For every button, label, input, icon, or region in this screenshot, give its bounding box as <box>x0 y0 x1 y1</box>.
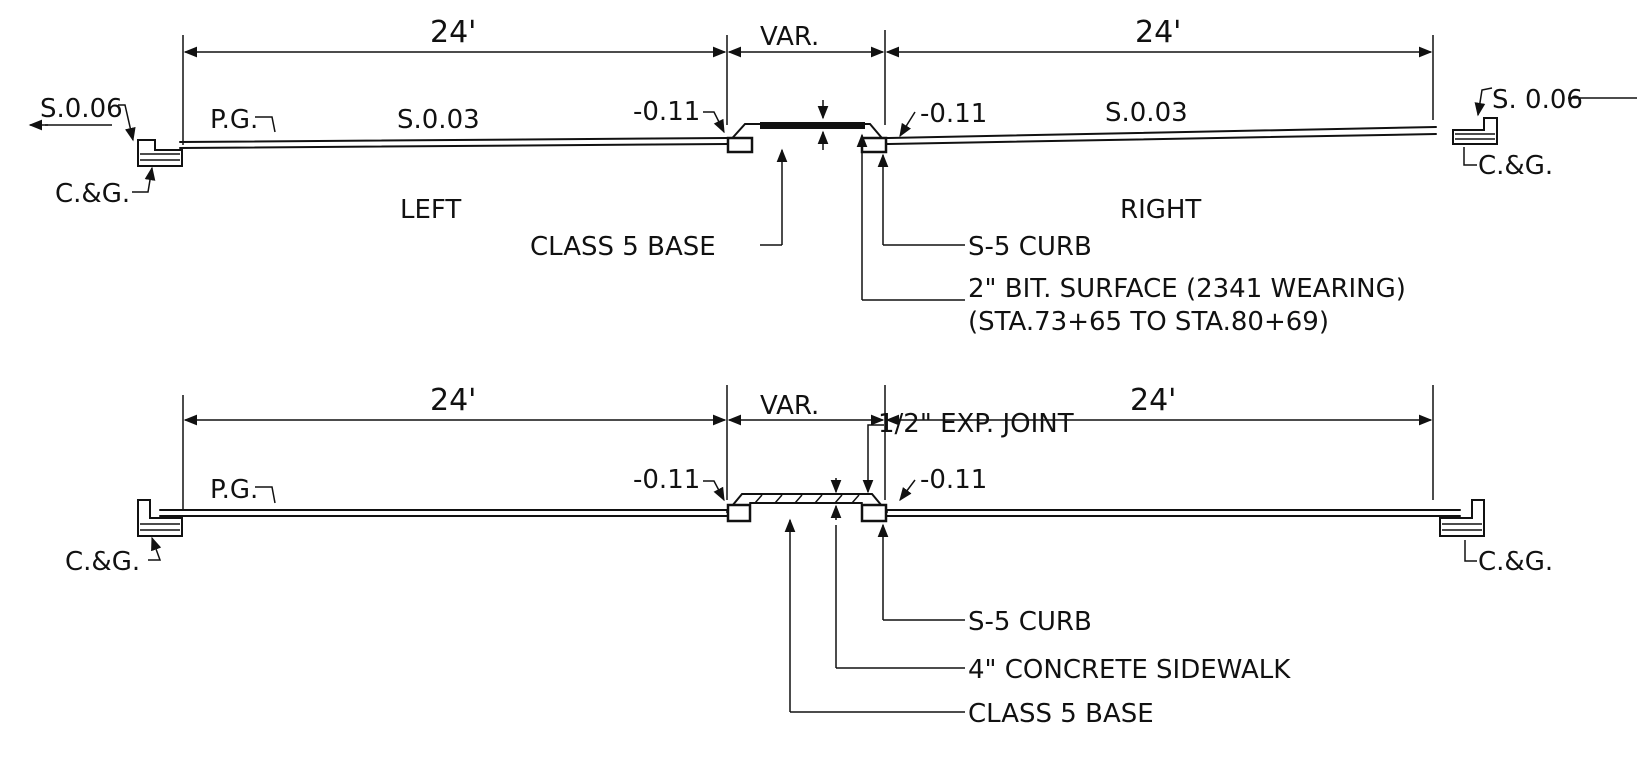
upper-side-left: LEFT <box>400 195 461 225</box>
lower-curb-left-elev: -0.11 <box>633 465 700 495</box>
upper-dim-right: 24' <box>1135 15 1181 50</box>
lower-callout-curb: S-5 CURB <box>968 607 1092 637</box>
upper-curb-left <box>726 136 754 154</box>
upper-cg-left: C.&G. <box>55 179 130 209</box>
lower-curb-gutter-right <box>1439 499 1485 537</box>
upper-section: 24' VAR. 24' S.0.0 <box>28 15 1637 337</box>
upper-slope-outer-right: S. 0.06 <box>1492 85 1583 115</box>
lower-curb-gutter-left <box>137 499 183 537</box>
upper-dim-left: 24' <box>430 15 476 50</box>
upper-curb-gutter-left <box>137 139 183 167</box>
lower-cg-right: C.&G. <box>1478 547 1553 577</box>
upper-profile-grade: P.G. <box>210 105 258 135</box>
upper-callout-base: CLASS 5 BASE <box>530 232 716 262</box>
lower-dim-median: VAR. <box>760 391 819 421</box>
lower-profile-grade: P.G. <box>210 475 258 505</box>
lower-curb-right <box>860 503 888 523</box>
upper-callout-surface-2: (STA.73+65 TO STA.80+69) <box>968 307 1329 337</box>
upper-curb-left-elev: -0.11 <box>633 97 700 127</box>
lower-sidewalk-hatch <box>754 494 860 504</box>
lower-curb-right-elev: -0.11 <box>920 465 987 495</box>
lower-curb-left <box>726 503 752 523</box>
upper-slope-right: S.0.03 <box>1105 98 1188 128</box>
lower-section: 24' VAR. 24' <box>65 383 1553 729</box>
upper-cg-right: C.&G. <box>1478 151 1553 181</box>
upper-curb-right <box>860 136 888 154</box>
upper-dim-median: VAR. <box>760 22 819 52</box>
upper-slope-outer-left: S.0.06 <box>40 94 123 124</box>
upper-median <box>726 100 888 154</box>
lower-median <box>726 478 888 523</box>
lower-callout-sidewalk: 4" CONCRETE SIDEWALK <box>968 655 1291 685</box>
upper-callout-curb: S-5 CURB <box>968 232 1092 262</box>
lower-dim-left: 24' <box>430 383 476 418</box>
upper-side-right: RIGHT <box>1120 195 1201 225</box>
lower-cg-left: C.&G. <box>65 547 140 577</box>
upper-curb-right-elev: -0.11 <box>920 99 987 129</box>
upper-curb-gutter-right <box>1452 117 1498 145</box>
lower-exp-joint: 1/2" EXP. JOINT <box>878 409 1074 439</box>
lower-callout-base: CLASS 5 BASE <box>968 699 1154 729</box>
upper-slope-left: S.0.03 <box>397 105 480 135</box>
lower-dim-right: 24' <box>1130 383 1176 418</box>
upper-callout-surface-1: 2" BIT. SURFACE (2341 WEARING) <box>968 274 1406 304</box>
